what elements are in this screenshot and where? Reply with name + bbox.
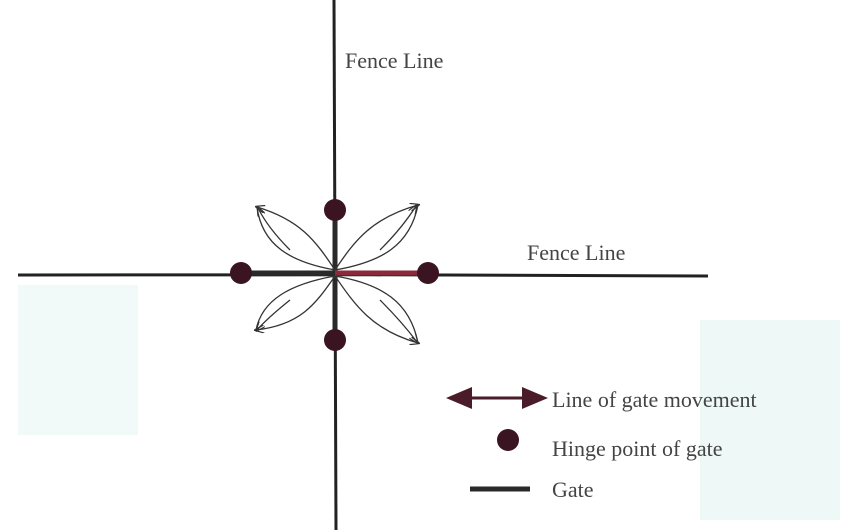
fence-line-label-vertical: Fence Line [345, 48, 443, 73]
hinge-north [324, 199, 346, 221]
arc-ll-1 [256, 275, 336, 330]
arc-lr-1 [334, 275, 418, 343]
legend-item-gate: Gate [470, 477, 594, 502]
legend-label-gate: Gate [552, 477, 594, 502]
arc-ll-tip [257, 299, 291, 330]
hinge-dot-icon [497, 429, 519, 451]
legend-label-movement: Line of gate movement [552, 387, 757, 412]
arc-ur-1 [334, 205, 418, 271]
arc-lr-2 [334, 275, 419, 344]
arc-ul-2 [256, 206, 336, 271]
arc-ll-2 [255, 275, 336, 331]
double-arrow-icon [446, 387, 548, 409]
arc-lr-tip [379, 299, 417, 342]
legend-label-hinge: Hinge point of gate [552, 436, 722, 461]
arc-ul-tip [258, 208, 291, 251]
fence-line-label-horizontal: Fence Line [527, 240, 625, 265]
legend-item-movement: Line of gate movement [446, 387, 757, 412]
hinge-west [230, 262, 252, 284]
legend: Line of gate movement Hinge point of gat… [446, 387, 757, 502]
hinge-east [417, 262, 439, 284]
legend-item-hinge: Hinge point of gate [497, 429, 722, 461]
arc-ur-2 [334, 204, 419, 271]
hinge-points [230, 199, 439, 351]
background-tint-left [18, 285, 138, 435]
gate-movement-arcs [256, 205, 418, 343]
hinge-south [324, 329, 346, 351]
background-tint-right [700, 320, 840, 520]
arc-ul-1 [257, 207, 336, 271]
arc-ur-tip [379, 206, 416, 251]
